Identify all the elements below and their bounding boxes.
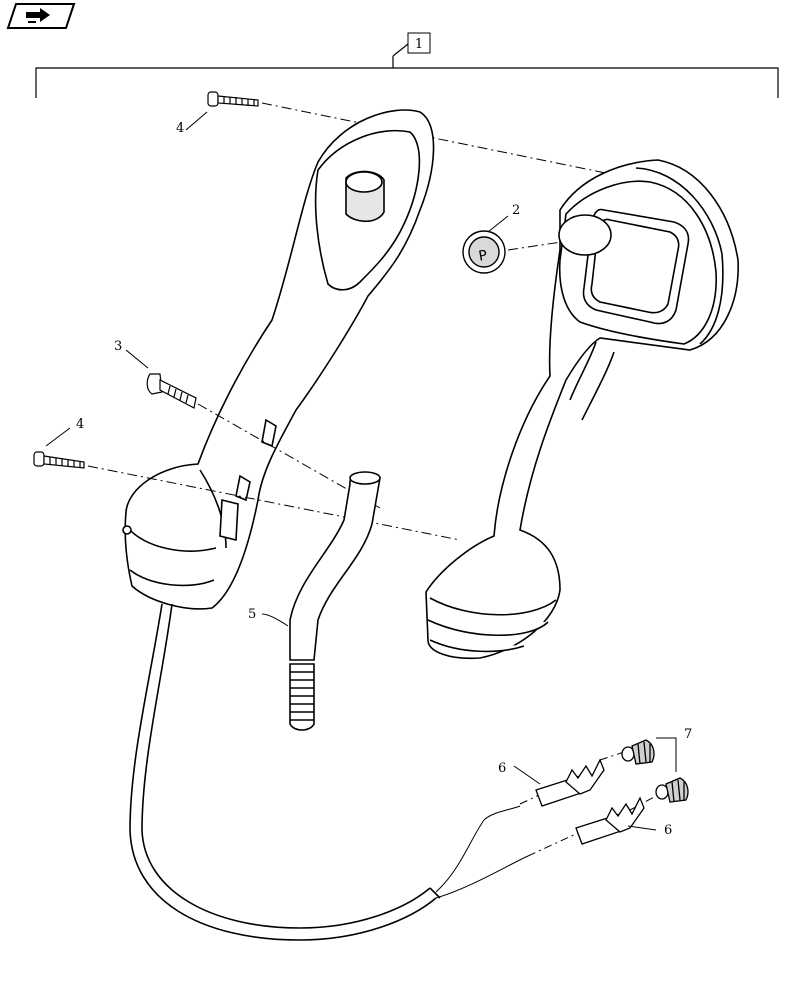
callout-label-terminal-lower: 6: [664, 823, 672, 838]
callout-label-screw-top: 4: [176, 121, 184, 136]
wire-harness: [129, 603, 529, 941]
left-handle-shell: [122, 109, 435, 610]
knob-insert: P: [462, 230, 506, 274]
callout-box-1: 1: [407, 32, 431, 54]
leader-screw-top: [185, 111, 208, 131]
seal-lower: [655, 777, 689, 803]
callout-label-assembly: 1: [415, 37, 423, 52]
tube: [289, 471, 381, 731]
centerline-top: [261, 102, 641, 181]
terminal-upper: [535, 758, 605, 807]
next-page-arrow-icon[interactable]: [6, 2, 76, 30]
screw-top: [207, 91, 259, 107]
leader-seals: [656, 737, 677, 772]
seal-upper: [621, 739, 655, 765]
terminal-lower: [575, 796, 645, 845]
screw-lower: [33, 451, 85, 469]
leader-screw-center: [125, 349, 149, 369]
callout-label-terminal-upper: 6: [498, 761, 506, 776]
leader-terminal-upper: [513, 765, 541, 785]
callout-label-tube: 5: [248, 607, 256, 622]
assembly-bracket: [35, 43, 779, 98]
centerline-lower: [87, 465, 461, 541]
leader-knob-insert: [487, 215, 509, 233]
leader-terminal-lower: [627, 825, 657, 831]
right-handle: [425, 159, 739, 660]
leader-tube: [261, 613, 289, 627]
callout-label-knob-insert: 2: [512, 203, 520, 218]
callout-label-screw-lower: 4: [76, 417, 84, 432]
callout-label-screw-center: 3: [114, 339, 122, 354]
screw-center: [146, 373, 197, 409]
callout-label-seal: 7: [684, 727, 692, 742]
svg-text:P: P: [477, 248, 488, 265]
leader-screw-lower: [45, 427, 71, 447]
